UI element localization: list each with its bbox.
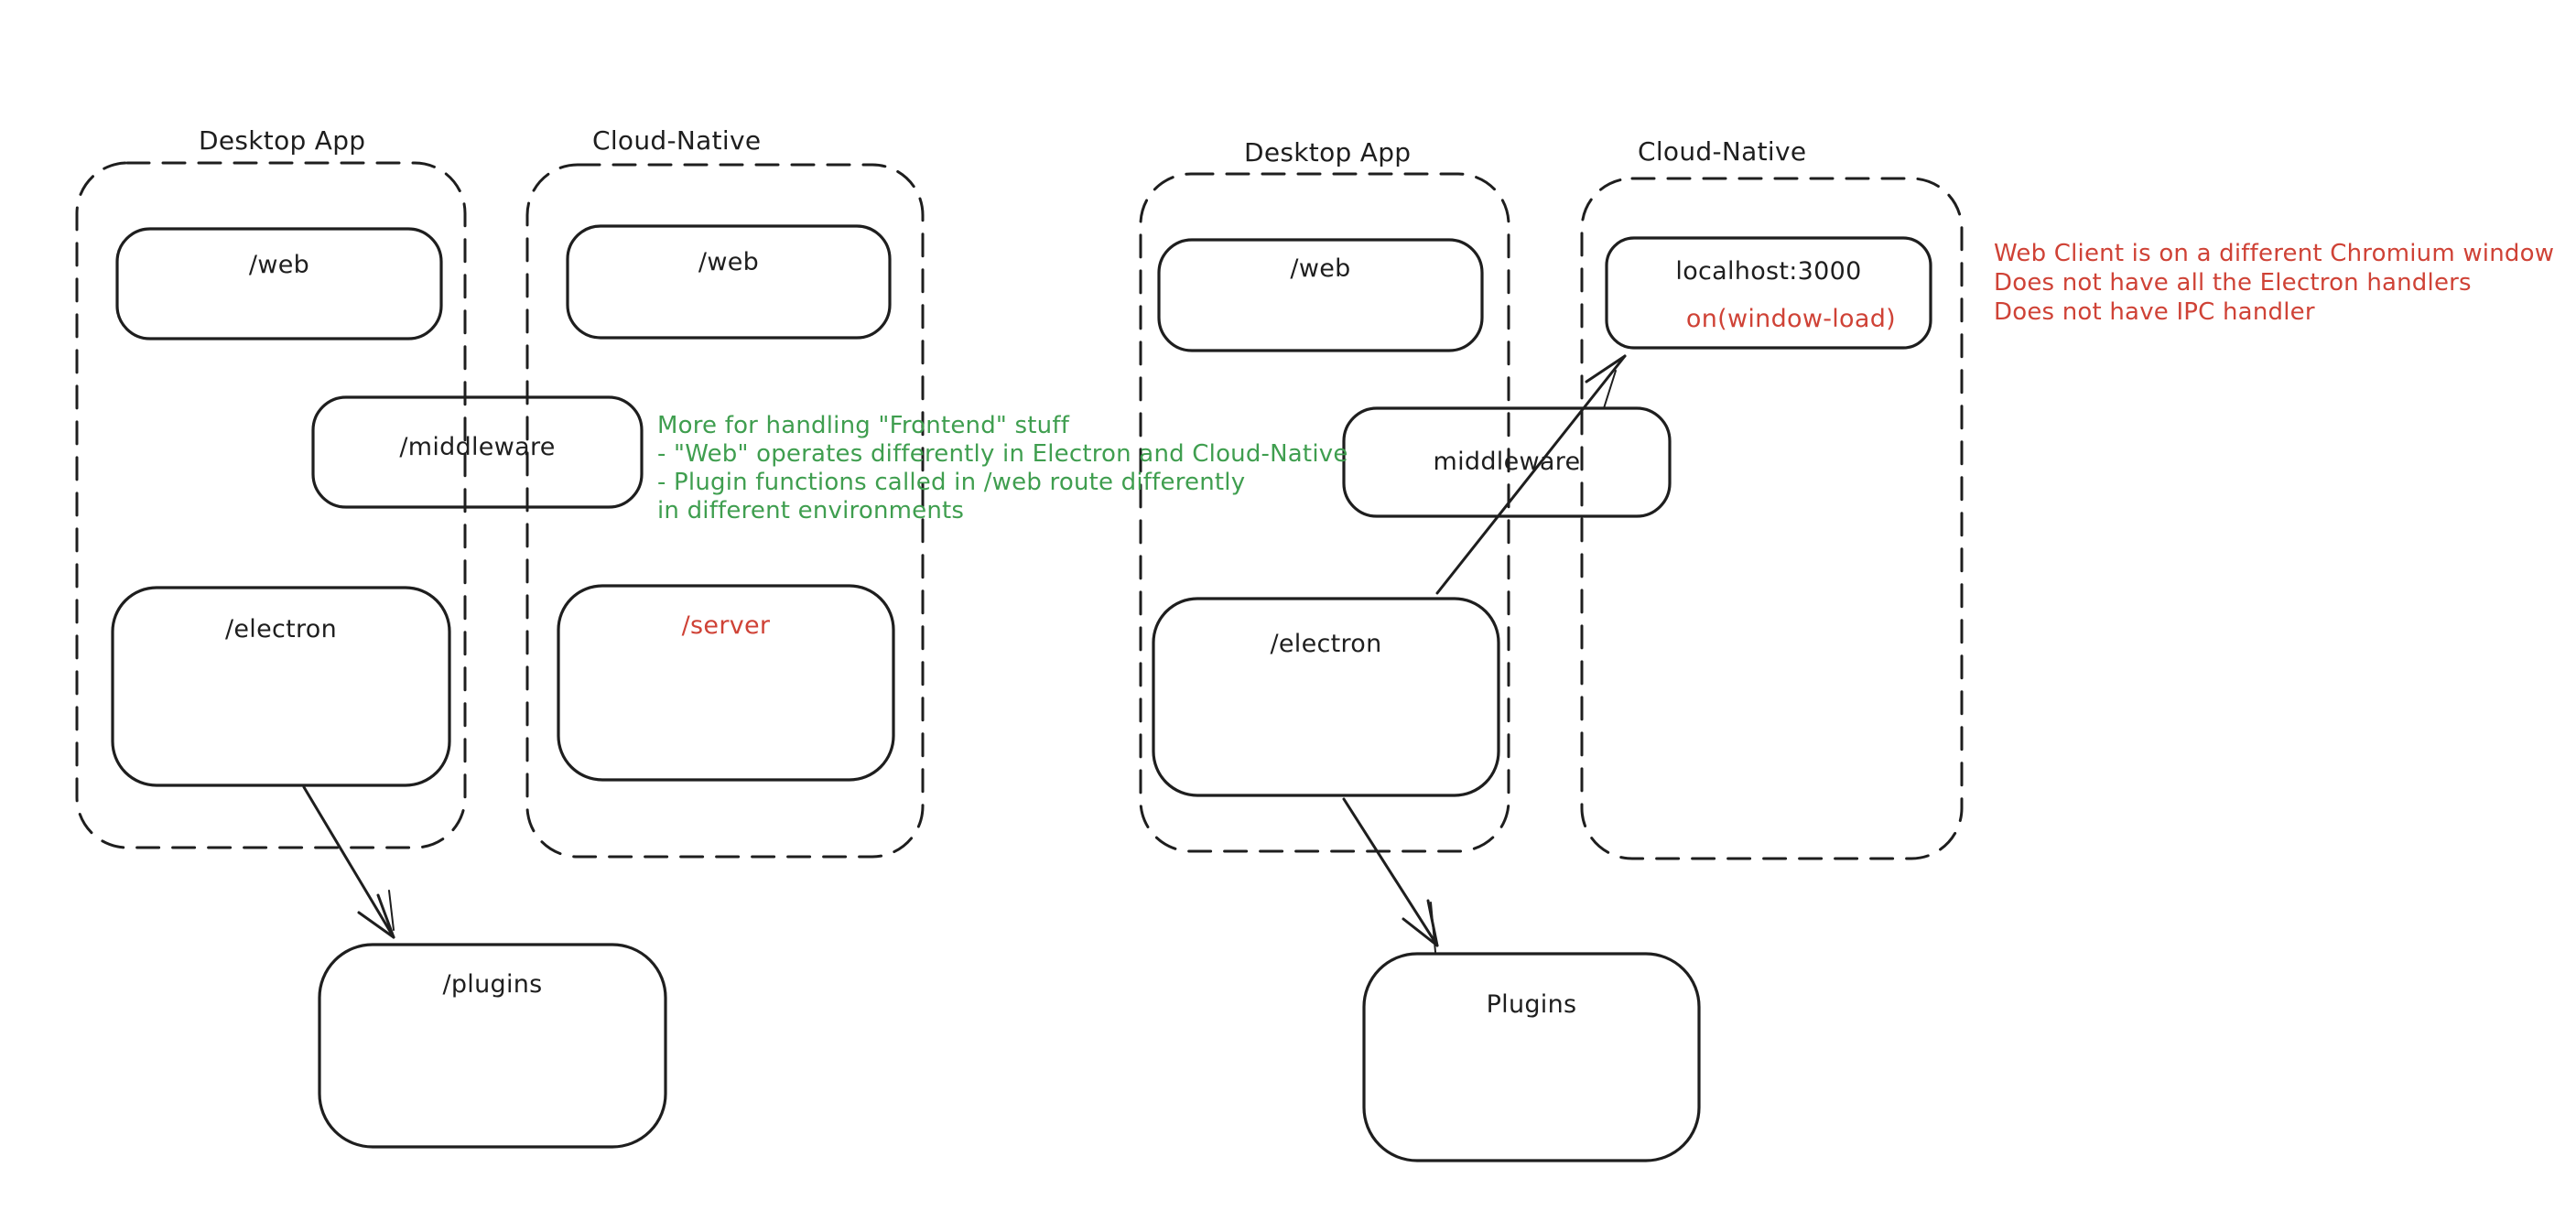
left-desktop-app-label: Desktop App: [199, 125, 366, 156]
left-web-desktop-label: /web: [248, 251, 310, 279]
left-middleware-label: /middleware: [399, 433, 556, 461]
green-annotation-line: - Plugin functions called in /web route …: [657, 469, 1246, 496]
right-plugins-label: Plugins: [1486, 990, 1577, 1019]
left-plugins-label: /plugins: [442, 970, 543, 999]
left-web-cloud-label: /web: [698, 248, 760, 276]
red-annotation-line: Does not have IPC handler: [1994, 298, 2315, 326]
box-right-electron[interactable]: [1152, 597, 1500, 797]
box-left-electron[interactable]: [111, 586, 451, 787]
box-left-plugins[interactable]: [318, 943, 667, 1149]
red-annotation: Web Client is on a different Chromium wi…: [1994, 239, 2554, 327]
box-right-middleware[interactable]: [1342, 406, 1672, 518]
arrow-right-electron-to-localhost[interactable]: [1435, 354, 1627, 595]
right-web-label: /web: [1290, 254, 1351, 283]
arrow-right-electron-to-plugins[interactable]: [1342, 797, 1439, 953]
right-cloud-native-label: Cloud-Native: [1638, 136, 1807, 167]
container-right-cloud-native[interactable]: [1580, 177, 1964, 860]
green-annotation-line: in different environments: [657, 497, 965, 524]
right-desktop-app-label: Desktop App: [1244, 137, 1412, 168]
box-right-localhost[interactable]: [1605, 236, 1932, 350]
right-electron-label: /electron: [1270, 630, 1382, 658]
arrow-left-electron-to-plugins[interactable]: [302, 785, 395, 939]
container-left-desktop-app[interactable]: [75, 161, 467, 849]
green-annotation-line: - "Web" operates differently in Electron…: [657, 440, 1348, 468]
right-window-load-label: on(window-load): [1685, 305, 1896, 333]
right-localhost-label: localhost:3000: [1675, 257, 1862, 286]
box-left-web-desktop[interactable]: [115, 227, 443, 340]
box-right-web[interactable]: [1157, 238, 1484, 352]
red-annotation-line: Does not have all the Electron handlers: [1994, 269, 2472, 297]
green-annotation-line: More for handling "Frontend" stuff: [657, 412, 1070, 439]
left-cloud-native-label: Cloud-Native: [592, 125, 762, 156]
red-annotation-line: Web Client is on a different Chromium wi…: [1994, 240, 2555, 267]
box-right-plugins[interactable]: [1362, 952, 1701, 1162]
container-left-cloud-native[interactable]: [525, 163, 925, 859]
green-annotation: More for handling "Frontend" stuff - "We…: [657, 412, 1348, 525]
right-middleware-label: middleware: [1433, 448, 1581, 476]
box-left-middleware[interactable]: [311, 395, 644, 509]
box-left-server[interactable]: [557, 584, 895, 782]
left-server-label: /server: [681, 611, 771, 640]
left-electron-label: /electron: [224, 615, 338, 643]
box-left-web-cloud[interactable]: [566, 224, 892, 340]
